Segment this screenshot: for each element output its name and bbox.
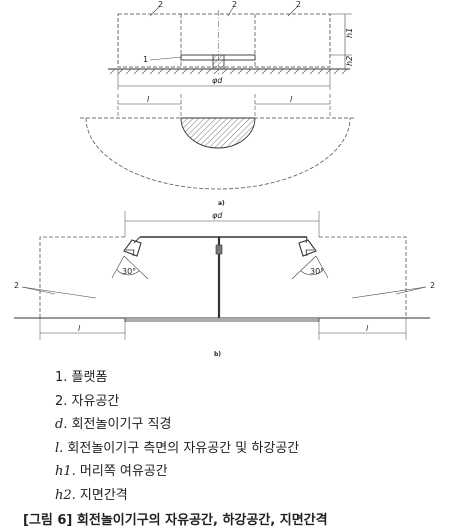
free-space-outline [117,13,331,68]
callout-2: 2 [232,0,237,9]
legend-list: 1. 플랫폼 2. 자유공간 d. 회전놀이기구 직경 l. 회전놀이기구 측면… [55,366,299,507]
caption-b: b) [214,351,221,358]
legend-item: l. 회전놀이기구 측면의 자유공간 및 하강공간 [55,440,300,456]
figure-a-elevation: h1 h2 2 2 2 1 φd [108,0,354,90]
d-label: φd [212,76,223,85]
d-label: φd [212,211,223,220]
legend-item: 1. 플랫폼 [55,370,108,385]
legend-item: 2. 자유공간 [55,393,120,409]
hub-block [215,244,223,255]
legend-item: h2. 지면간격 [55,487,128,503]
caption-a: a) [218,200,225,207]
angle-left-label: 30° [122,267,136,276]
seat-right [298,239,317,257]
figure-a-plan: l l a) [80,94,356,207]
ride-base [125,318,319,322]
platform-plan [180,117,256,149]
ground-hatch [109,68,348,75]
h2-label: h2 [345,56,354,66]
l-label: l [290,95,293,104]
l-label: l [147,95,150,104]
free-space-outline [39,236,407,319]
legend-item: h1. 머리쪽 여유공간 [55,464,168,479]
figure-drawing: h1 h2 2 2 2 1 φd l l a) φd [14,0,435,358]
h1-label: h1 [345,28,354,38]
l-label: l [366,324,369,333]
callout-2: 2 [296,0,301,9]
callout-2: 2 [158,0,163,9]
l-label: l [78,324,81,333]
seat-left [123,239,142,257]
callout-2: 2 [14,281,19,290]
legend-item: d. 회전놀이기구 직경 [55,417,172,432]
free-space-plan [85,117,351,190]
callout-2: 2 [430,281,435,290]
figure-caption: [그림 6] 회전놀이기구의 자유공간, 하강공간, 지면간격 [23,513,328,528]
angle-right-label: 30° [310,267,324,276]
figure-b-elevation: φd 30° 30° 2 2 l l b) [14,211,435,358]
callout-1: 1 [143,55,148,64]
